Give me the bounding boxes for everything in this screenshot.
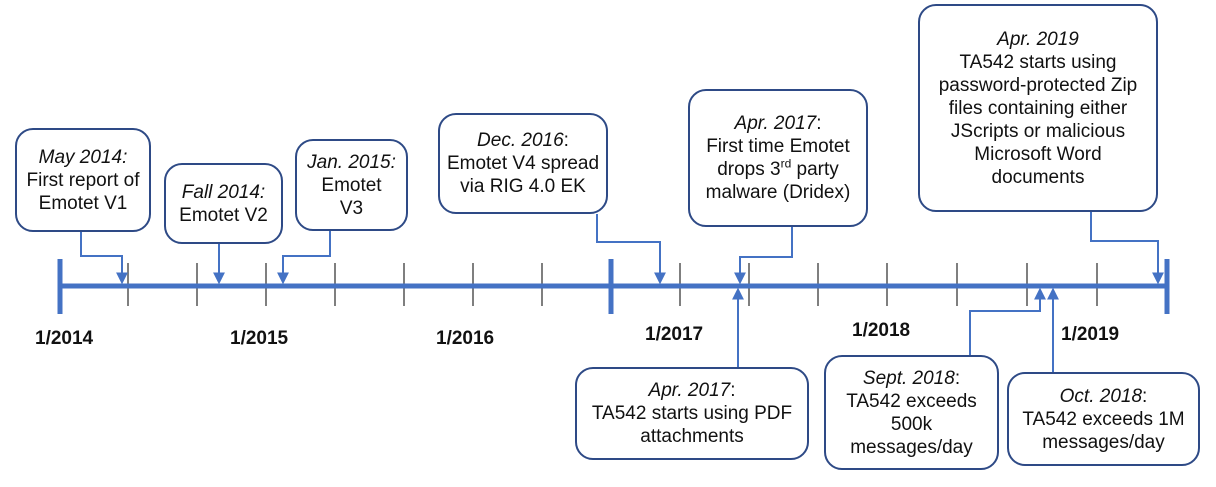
- event-dec-2016: Dec. 2016: Emotet V4 spread via RIG 4.0 …: [438, 113, 608, 214]
- event-apr-2017-bottom: Apr. 2017: TA542 starts using PDF attach…: [575, 367, 809, 460]
- axis-label-2019: 1/2019: [1061, 324, 1120, 345]
- axis-label-2017: 1/2017: [645, 324, 704, 345]
- event-date: Apr. 2017: [648, 380, 731, 401]
- event-date: Fall 2014:: [181, 181, 266, 203]
- event-date-suffix: :: [816, 113, 822, 134]
- axis-label-2016: 1/2016: [436, 328, 495, 349]
- event-text: Emotet V4 spread: [446, 153, 600, 174]
- event-date: Apr. 2019: [997, 28, 1079, 50]
- connector-sept2018: [969, 287, 1046, 355]
- event-text: Emotet: [321, 174, 382, 196]
- event-text: attachments: [640, 426, 744, 447]
- event-text: Microsoft Word: [974, 143, 1102, 165]
- connector-apr2017top: [734, 227, 793, 285]
- event-text: TA542 exceeds: [846, 390, 977, 412]
- event-oct-2018: Oct. 2018: TA542 exceeds 1M messages/day: [1007, 372, 1200, 466]
- event-may-2014: May 2014: First report of Emotet V1: [15, 128, 151, 232]
- event-text: Emotet V1: [38, 192, 128, 214]
- event-text: malware (Dridex): [705, 182, 851, 203]
- event-date: Dec. 2016: [477, 130, 564, 151]
- event-date-suffix: :: [1142, 385, 1148, 407]
- event-date: Sept. 2018: [862, 367, 955, 389]
- connector-may2014: [80, 232, 128, 285]
- event-date: May 2014:: [38, 146, 128, 168]
- event-text: messages/day: [850, 436, 973, 458]
- event-text: TA542 starts using: [959, 51, 1117, 73]
- event-date: Jan. 2015:: [307, 151, 396, 173]
- connector-jan2015: [277, 231, 331, 285]
- event-text: party: [791, 159, 839, 180]
- event-text: First time Emotet: [706, 136, 850, 157]
- event-sept-2018: Sept. 2018: TA542 exceeds 500k messages/…: [824, 355, 999, 470]
- axis-label-2015: 1/2015: [230, 328, 289, 349]
- event-date-suffix: :: [730, 380, 736, 401]
- event-apr-2019: Apr. 2019 TA542 starts using password-pr…: [918, 4, 1158, 212]
- event-apr-2017-top: Apr. 2017: First time Emotet drops 3rd p…: [688, 89, 868, 227]
- event-text: via RIG 4.0 EK: [460, 176, 586, 197]
- connector-apr2019: [1090, 212, 1164, 285]
- connector-dec2016: [596, 214, 666, 285]
- event-jan-2015: Jan. 2015: Emotet V3: [295, 139, 408, 231]
- event-text: JScripts or malicious: [950, 120, 1126, 142]
- event-date-suffix: :: [954, 367, 961, 389]
- axis-label-2014: 1/2014: [35, 328, 94, 349]
- event-text: drops 3: [717, 159, 781, 180]
- event-text: messages/day: [1042, 431, 1165, 453]
- axis-label-2018: 1/2018: [852, 320, 911, 341]
- event-text-superscript: rd: [780, 156, 792, 171]
- event-text: TA542 starts using PDF: [591, 403, 793, 424]
- event-fall-2014: Fall 2014: Emotet V2: [164, 163, 283, 244]
- event-text: TA542 exceeds 1M: [1022, 408, 1185, 430]
- event-text: 500k: [890, 413, 933, 435]
- connectors: [80, 212, 1164, 372]
- event-text: V3: [339, 197, 364, 219]
- event-text: First report of: [26, 169, 140, 191]
- event-date: Oct. 2018: [1059, 385, 1143, 407]
- event-text: documents: [991, 166, 1085, 188]
- event-text: Emotet V2: [179, 204, 268, 226]
- event-text: files containing either: [948, 97, 1128, 119]
- event-date-suffix: :: [563, 130, 569, 151]
- event-text: password-protected Zip: [938, 74, 1138, 96]
- event-date: Apr. 2017: [734, 113, 817, 134]
